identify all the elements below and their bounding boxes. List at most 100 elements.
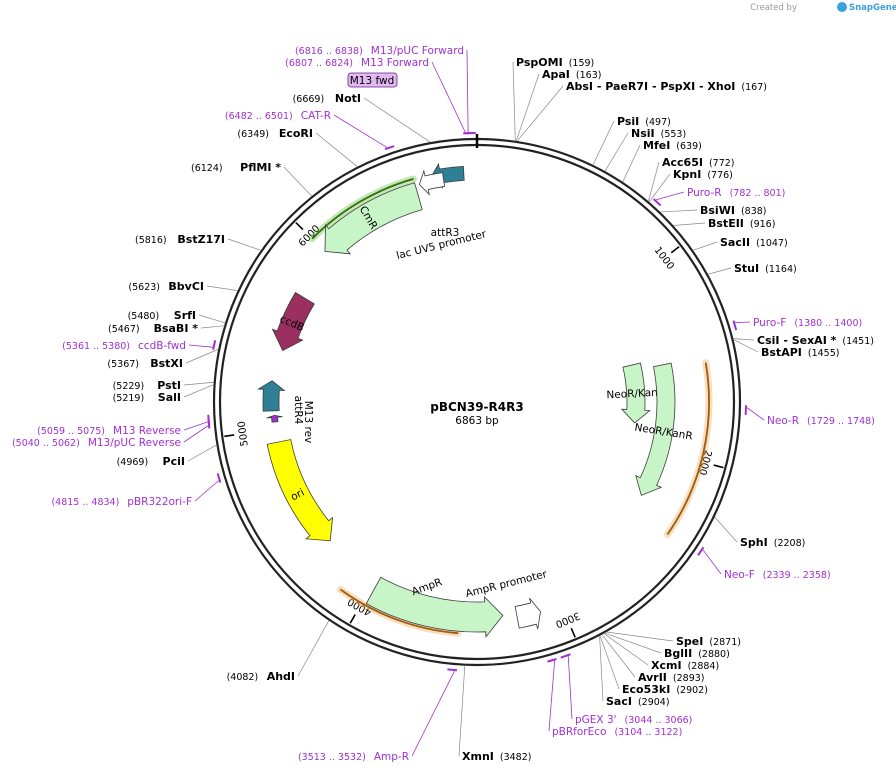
tick-mark [224,434,235,438]
restriction-site-ecori[interactable]: EcoRI(6349) [237,127,358,167]
restriction-site-sali[interactable]: SalI(5219) [113,384,214,404]
restriction-site-xmni[interactable]: XmnI(3482) [458,665,531,763]
primer-cat-r[interactable]: (6482 .. 6501)CAT-R [225,110,395,151]
site-label: BstZ17I [177,233,225,246]
primer-neo-r[interactable]: Neo-R(1729 .. 1748) [744,405,875,427]
primer-pbr322ori-f[interactable]: (4815 .. 4834)pBR322ori-F [51,473,222,508]
site-position: (2871) [709,637,741,648]
feature-arrow [418,169,446,196]
site-label: AhdI [267,670,295,683]
site-leader-line [707,267,732,275]
site-leader-line [185,348,219,364]
feature-attr4[interactable]: attR4 [257,380,304,425]
primer-mark [547,658,557,663]
site-position: (2893) [673,673,705,684]
site-leader-line [458,665,466,757]
site-leader-line [733,338,755,341]
restriction-site-bstz17i[interactable]: BstZ17I(5816) [135,233,262,251]
site-label: KpnI(776) [673,168,733,181]
site-leader-line [516,85,564,142]
tick-label: 3000 [554,609,582,629]
feature-ori[interactable]: ori [266,439,334,542]
feature-ccdb[interactable]: ccdB [271,291,315,352]
restriction-site-stui[interactable]: StuI(1164) [707,262,797,275]
restriction-site-psii[interactable]: PsiI(497) [592,115,671,166]
restriction-site-bglii[interactable]: BglII(2880) [604,632,730,660]
restriction-site-bstxi[interactable]: BstXI(5367) [107,348,219,370]
restriction-site-mfei[interactable]: MfeI(639) [622,139,702,183]
site-position: (1455) [808,348,840,359]
restriction-site-bbvci[interactable]: BbvCI(5623) [128,280,238,293]
site-leader-line [603,633,649,666]
highlight-arc-line [666,362,710,536]
primer-amp-r[interactable]: (3513 .. 3532)Amp-R [298,668,458,763]
primer-pbrforeco[interactable]: pBRforEco(3104 .. 3122) [547,658,682,738]
site-position: (4082) [227,672,259,683]
restriction-site-eco53ki[interactable]: Eco53kI (2902) [599,635,708,696]
feature-m13-rev[interactable]: M13 rev [266,401,314,444]
primer-m13-reverse[interactable]: (5059 .. 5075)M13 Reverse [37,414,210,437]
restriction-site-bsabi[interactable]: BsaBI *(5467) [108,322,225,335]
site-leader-line [183,384,214,398]
restriction-site-bsiwi[interactable]: BsiWI(838) [660,204,766,217]
site-name: SrfI [174,309,196,322]
restriction-site-psti[interactable]: PstI(5229) [113,379,214,392]
restriction-site-bstapi[interactable]: BstAPI(1455) [733,339,840,359]
restriction-site-csii-sexai[interactable]: CsiI - SexAI *(1451) [733,334,874,347]
primer-range: (6807 .. 6824) [285,58,353,69]
site-label: PstI [157,379,181,392]
primer-range: (3104 .. 3122) [614,727,682,738]
m13-fwd-box[interactable]: M13 fwd [347,72,398,88]
restriction-site-bsteii[interactable]: BstEII(916) [673,217,775,230]
restriction-site-noti[interactable]: NotI(6669) [293,92,431,143]
site-label: AbsI - PaeR7I - PspXI - XhoI(167) [566,80,767,93]
site-label: BstEII(916) [708,217,775,230]
site-leader-line [200,325,225,329]
restriction-site-sacii[interactable]: SacII(1047) [692,236,788,251]
restriction-site-xcmi[interactable]: XcmI(2884) [603,633,719,672]
site-label: BsaBI * [154,322,199,335]
primer-m13-puc-forward[interactable]: (6816 .. 6838)M13/pUC Forward [295,45,476,135]
primer-puro-r[interactable]: Puro-R(782 .. 801) [652,187,786,207]
primer-name: ccdB-fwd [138,340,186,352]
primer-ccdb-fwd[interactable]: (5361 .. 5380)ccdB-fwd [62,340,217,352]
feature-neor-kanr[interactable]: NeoR/KanR [606,362,665,424]
site-name: BbvCI [168,280,204,293]
site-label: MfeI(639) [643,139,702,152]
site-label: XcmI(2884) [651,659,719,672]
restriction-site-pflmi[interactable]: PflMI *(6124) [191,161,312,197]
site-label: CsiI - SexAI *(1451) [757,334,874,347]
snapgene-logo-icon [837,2,847,12]
restriction-site-avrii[interactable]: AvrII(2893) [601,634,705,684]
m13-fwd-box-bg [347,72,398,88]
feature-label: AmpR [410,576,444,598]
restriction-site-pcii[interactable]: PciI(4969) [117,444,217,468]
site-leader-line [733,339,759,353]
primer-neo-f[interactable]: Neo-F(2339 .. 2358) [697,546,831,581]
site-leader-line [606,631,674,642]
site-leader-line [673,222,706,226]
restriction-site-nsii[interactable]: NsiI(553) [604,127,686,172]
site-position: (2902) [676,685,708,696]
restriction-site-saci[interactable]: SacI(2904) [599,635,670,708]
restriction-site-ahdi[interactable]: AhdI (4082) [227,620,330,683]
site-name: BstEII [708,217,744,230]
restriction-site-kpni[interactable]: KpnI(776) [648,168,733,203]
primer-range: (1729 .. 1748) [807,416,875,427]
restriction-site-apai[interactable]: ApaI(163) [515,68,601,142]
restriction-site-acc65i[interactable]: Acc65I(772) [648,156,735,202]
restriction-site-spei[interactable]: SpeI(2871) [606,631,741,648]
primer-name: M13 Forward [361,57,429,69]
feature-cmr[interactable]: CmR [324,182,423,255]
site-name: BsaBI * [154,322,199,335]
restriction-site-absi-paer7i-pspxi-xhoi[interactable]: AbsI - PaeR7I - PspXI - XhoI(167) [516,80,767,142]
restriction-site-pspomi[interactable]: PspOMI(159) [512,56,594,141]
site-name: Eco53kI [622,683,670,696]
site-position: (639) [676,141,702,152]
primer-puro-f[interactable]: Puro-F(1380 .. 1400) [732,317,862,331]
primer-range: (3513 .. 3532) [298,752,366,763]
restriction-site-srfi[interactable]: SrfI(5480) [128,309,226,324]
site-position: (776) [707,170,733,181]
restriction-site-sphi[interactable]: SphI(2208) [714,516,806,549]
primer-pgex-3[interactable]: pGEX 3'(3044 .. 3066) [560,653,693,726]
